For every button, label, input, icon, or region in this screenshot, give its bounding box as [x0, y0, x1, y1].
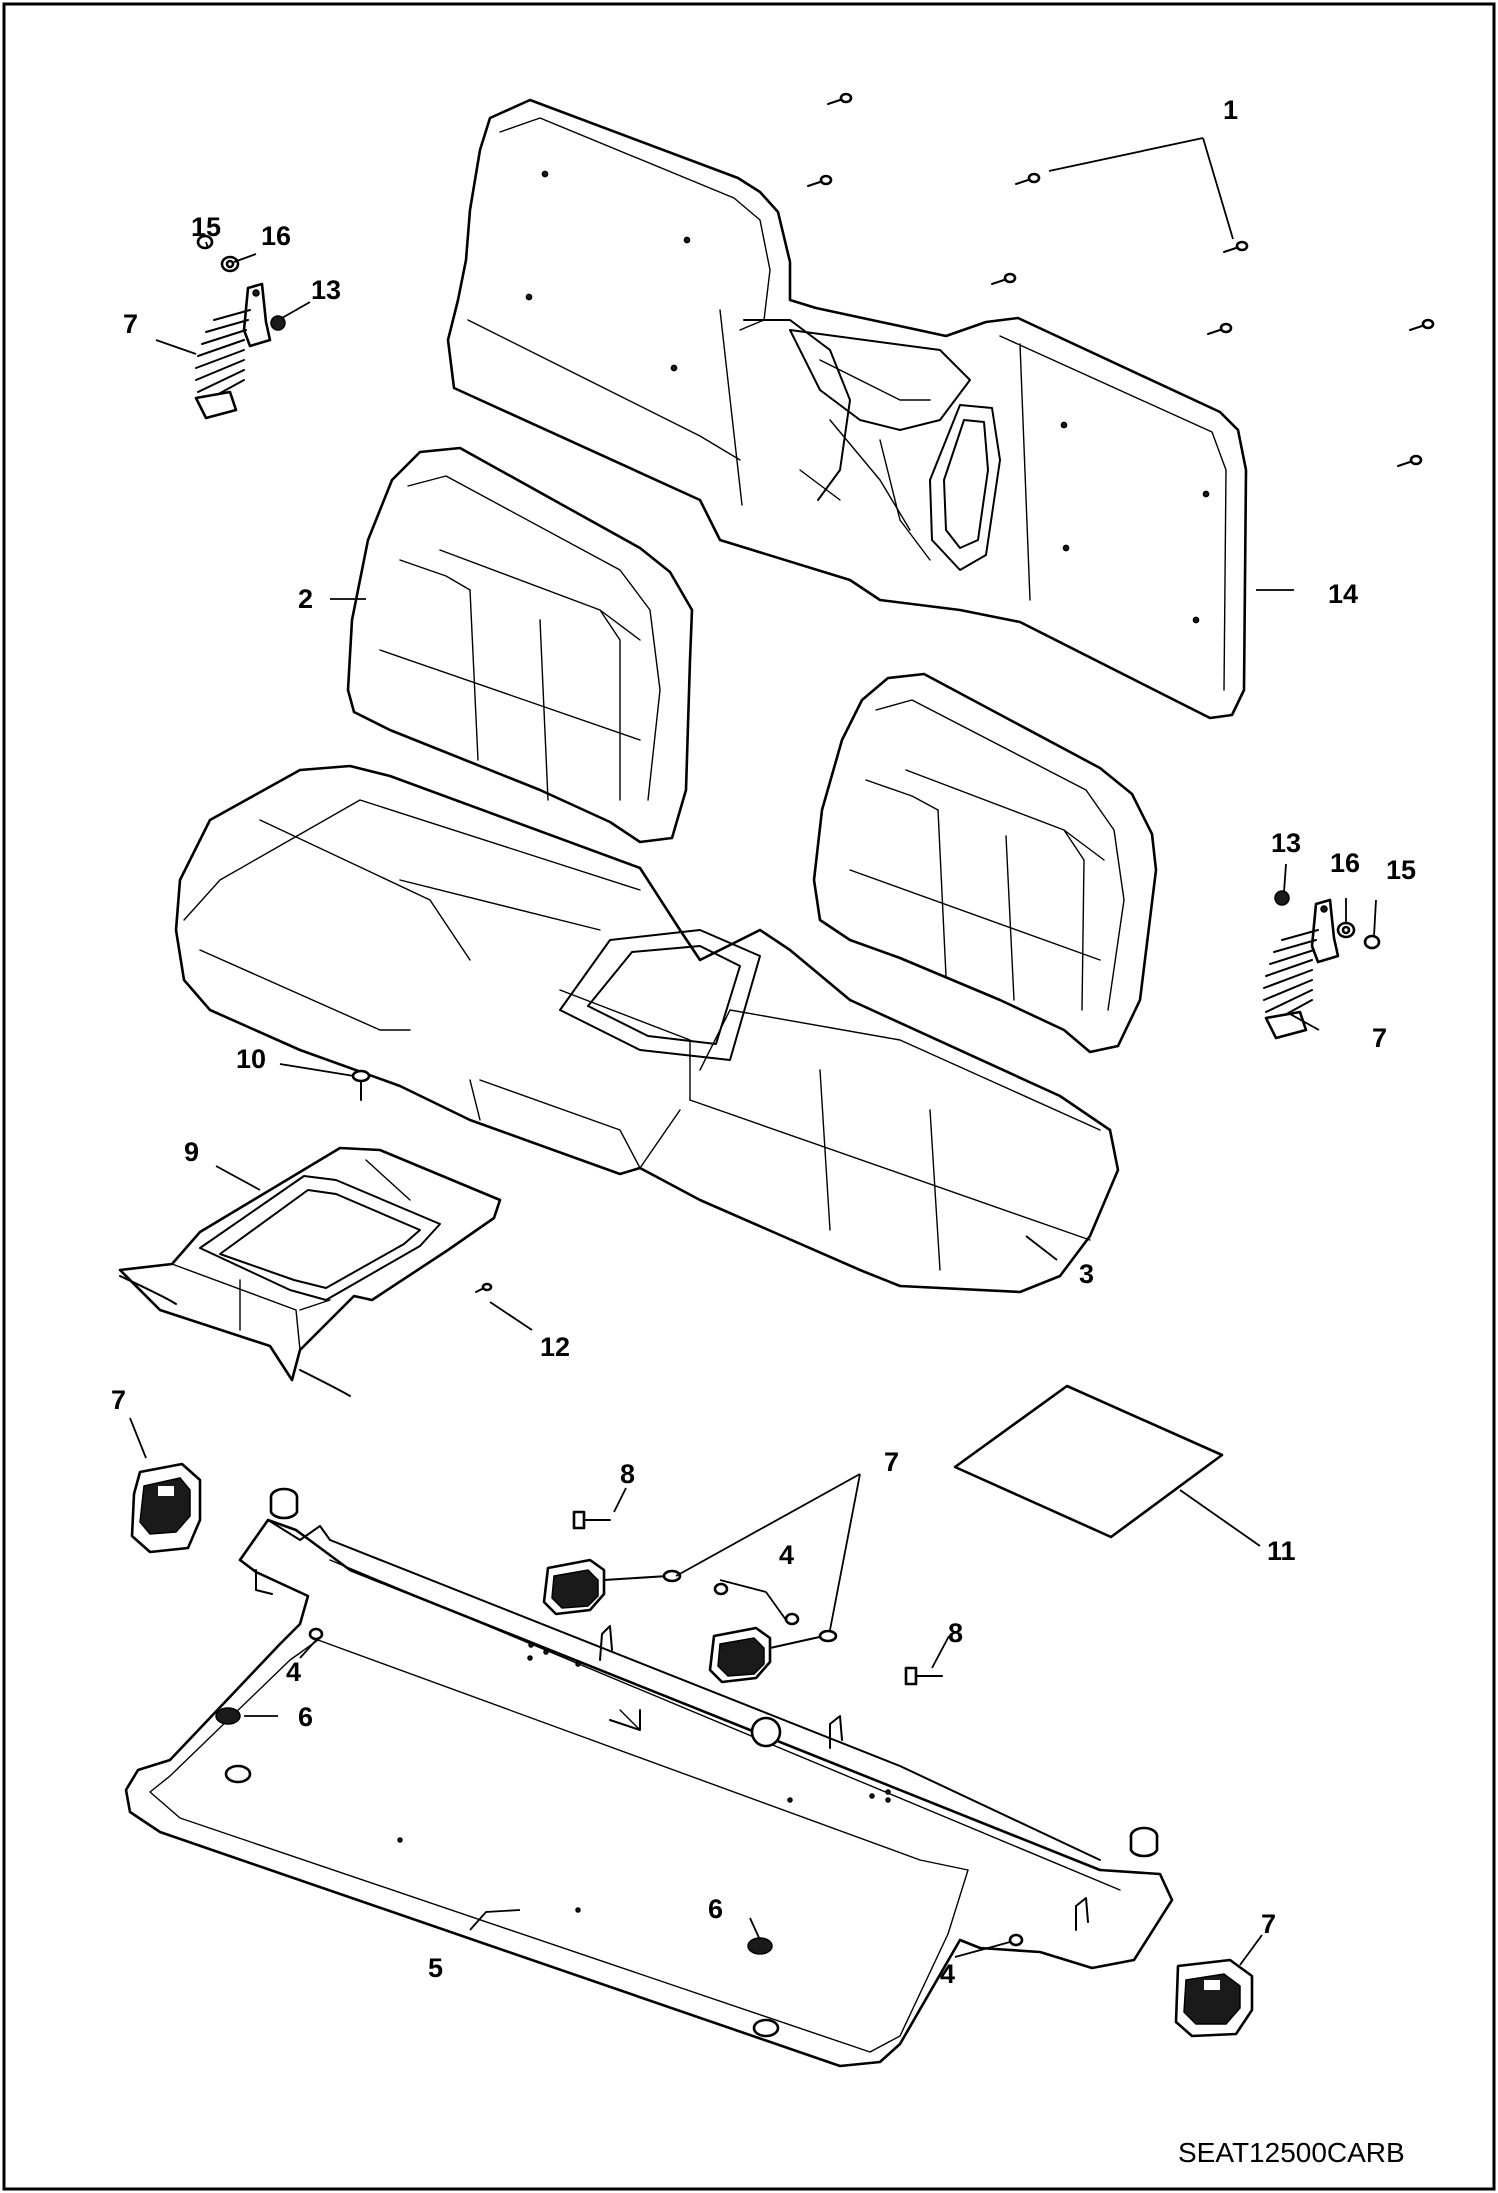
- bolt-10: [351, 1069, 371, 1101]
- grommet-center: [747, 1937, 773, 1955]
- callout-15-left: 15: [191, 212, 221, 242]
- back-panel-screws: [807, 92, 1435, 467]
- belt-buckle-right-end: [1174, 1958, 1254, 2038]
- callout-4-left: 4: [286, 1657, 301, 1687]
- callout-8-upper: 8: [620, 1459, 635, 1489]
- callout-14: 14: [1328, 579, 1358, 609]
- bolt-13-right: [1274, 890, 1290, 906]
- right-backrest-cushion: [812, 672, 1158, 1054]
- grommet-left: [215, 1707, 241, 1725]
- bolt-8-upper: [572, 1510, 611, 1530]
- label-sheet: [953, 1384, 1224, 1539]
- callout-8-lower: 8: [948, 1618, 963, 1648]
- callout-5: 5: [428, 1953, 443, 1983]
- nut-15-left: [196, 234, 214, 250]
- washer-16-right: [1336, 921, 1356, 939]
- callout-16-right: 16: [1330, 848, 1360, 878]
- callout-9: 9: [184, 1137, 199, 1167]
- callout-7-bottom-right: 7: [1261, 1909, 1276, 1939]
- seat-tray: [118, 1146, 502, 1397]
- nut-center-a: [713, 1582, 729, 1596]
- callout-13-left: 13: [311, 275, 341, 305]
- frame-holes: [397, 1642, 891, 1913]
- nut-left: [308, 1627, 324, 1641]
- back-panel-holes: [525, 170, 1210, 624]
- nut-right: [1008, 1933, 1024, 1947]
- callout-11: 11: [1267, 1536, 1296, 1566]
- leader-lines: [129, 137, 1377, 1966]
- screw-12: [475, 1282, 493, 1293]
- callout-12: 12: [540, 1332, 570, 1362]
- callout-7-top-right: 7: [1372, 1023, 1387, 1053]
- bolt-8-lower: [904, 1666, 943, 1686]
- nut-15-right: [1363, 934, 1381, 950]
- nut-center-b: [784, 1612, 800, 1626]
- callout-4-center: 4: [779, 1540, 794, 1570]
- washer-16-left: [220, 255, 240, 273]
- left-backrest-cushion: [346, 446, 694, 844]
- belt-buckle-center-lower: [708, 1626, 838, 1684]
- belt-buckle-center-upper: [542, 1558, 682, 1616]
- callout-4-right: 4: [940, 1959, 955, 1989]
- callout-10: 10: [236, 1044, 266, 1074]
- bolt-13-left: [270, 315, 286, 331]
- callout-7-center: 7: [884, 1447, 899, 1477]
- callout-6-left: 6: [298, 1702, 313, 1732]
- callout-2: 2: [298, 584, 313, 614]
- seat-belt-retractor-left: [194, 282, 272, 420]
- callout-15-right: 15: [1386, 855, 1416, 885]
- callout-7-mid-left: 7: [111, 1385, 126, 1415]
- seat-belt-retractor-right: [1263, 898, 1340, 1040]
- seat-back-panel: [446, 98, 1248, 720]
- drawing-reference: SEAT12500CARB: [1178, 2137, 1405, 2168]
- callout-3: 3: [1079, 1259, 1094, 1289]
- callout-1: 1: [1223, 95, 1238, 125]
- seat-frame: [124, 1487, 1174, 2068]
- callout-7-top-left: 7: [123, 309, 138, 339]
- callout-13-right: 13: [1271, 828, 1301, 858]
- callout-16-left: 16: [261, 221, 291, 251]
- callout-labels: 1 2 3 4 4 4 5 6 6 7 7 7 7 7 8 8 9 10 11 …: [111, 95, 1416, 1989]
- belt-buckle-left-end: [130, 1462, 202, 1554]
- callout-6-center: 6: [708, 1894, 723, 1924]
